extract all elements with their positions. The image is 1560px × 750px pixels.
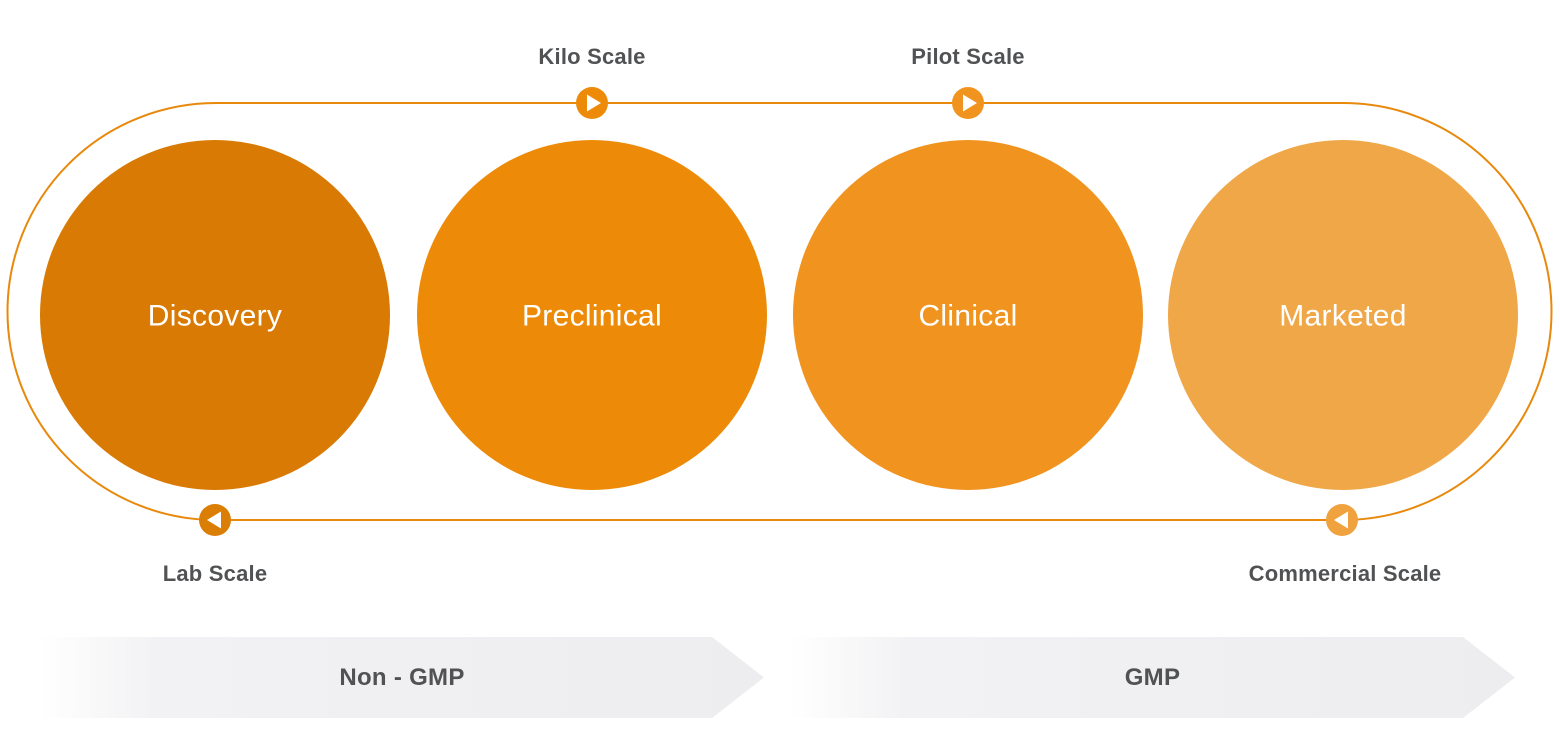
commercial-scale-marker: [1326, 504, 1358, 536]
stage-label-preclinical: Preclinical: [522, 300, 662, 333]
commercial-scale-label: Commercial Scale: [1248, 561, 1442, 586]
stage-circle-clinical: [793, 140, 1143, 490]
stage-circle-discovery: [40, 140, 390, 490]
stage-circle-marketed: [1168, 140, 1518, 490]
arrow-right-icon: [587, 94, 601, 112]
gmp-banner: GMP: [790, 637, 1515, 718]
stage-label-discovery: Discovery: [148, 300, 282, 333]
loop-line: [6, 102, 1553, 521]
gmp-banner-label: GMP: [1124, 663, 1181, 691]
pilot-scale-label: Pilot Scale: [911, 44, 1025, 69]
lab-scale-marker: [199, 504, 231, 536]
lab-scale-label: Lab Scale: [162, 561, 268, 586]
kilo-scale-label: Kilo Scale: [538, 44, 646, 69]
arrow-right-icon: [963, 94, 977, 112]
non-gmp-banner-label: Non - GMP: [339, 663, 465, 691]
pilot-scale-marker: [952, 87, 984, 119]
stage-circle-preclinical: [417, 140, 767, 490]
arrow-left-icon: [1334, 511, 1348, 529]
non-gmp-banner: Non - GMP: [40, 637, 764, 718]
stage-label-marketed: Marketed: [1279, 300, 1406, 333]
arrow-left-icon: [207, 511, 221, 529]
stage-label-clinical: Clinical: [918, 300, 1017, 333]
kilo-scale-marker: [576, 87, 608, 119]
